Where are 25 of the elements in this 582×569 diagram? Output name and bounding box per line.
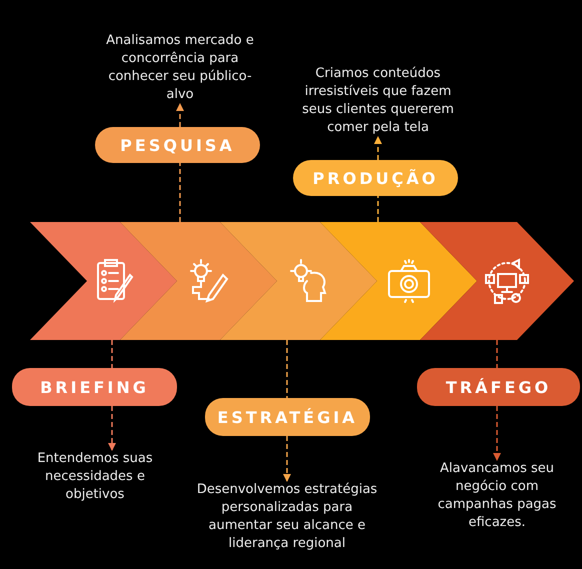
chevron-segment: [30, 222, 177, 340]
connector-line: [111, 340, 113, 368]
connector-line: [179, 163, 181, 222]
arrow: [108, 406, 116, 451]
connector-line: [286, 340, 288, 398]
arrow: [176, 103, 184, 127]
chevron-segment: [420, 222, 574, 340]
arrow: [374, 136, 382, 160]
step-description: Entendemos suas necessidades e objetivos: [15, 450, 175, 504]
step-description: Criamos conteúdos irresistíveis que fazem seus clientes quererem comer pela tela: [298, 65, 458, 137]
step-label: ESTRATÉGIA: [205, 398, 370, 436]
step-label: PRODUÇÃO: [293, 160, 458, 196]
arrow: [283, 436, 291, 482]
step-description: Desenvolvemos estratégias personalizadas para aumentar seu alcance e liderança regional: [192, 481, 382, 553]
step-label: BRIEFING: [12, 368, 177, 406]
arrow: [493, 406, 501, 461]
chevron-segment: [320, 222, 477, 340]
connector-line: [377, 196, 379, 222]
chevron-segment: [120, 222, 277, 340]
step-description: Alavancamos seu negócio com campanhas pagas eficazes.: [417, 460, 577, 532]
step-label: PESQUISA: [95, 127, 260, 163]
step-description: Analisamos mercado e concorrência para conhecer seu público-alvo: [105, 32, 255, 104]
chevron-segment: [220, 222, 377, 340]
connector-line: [496, 340, 498, 368]
step-label: TRÁFEGO: [417, 368, 580, 406]
